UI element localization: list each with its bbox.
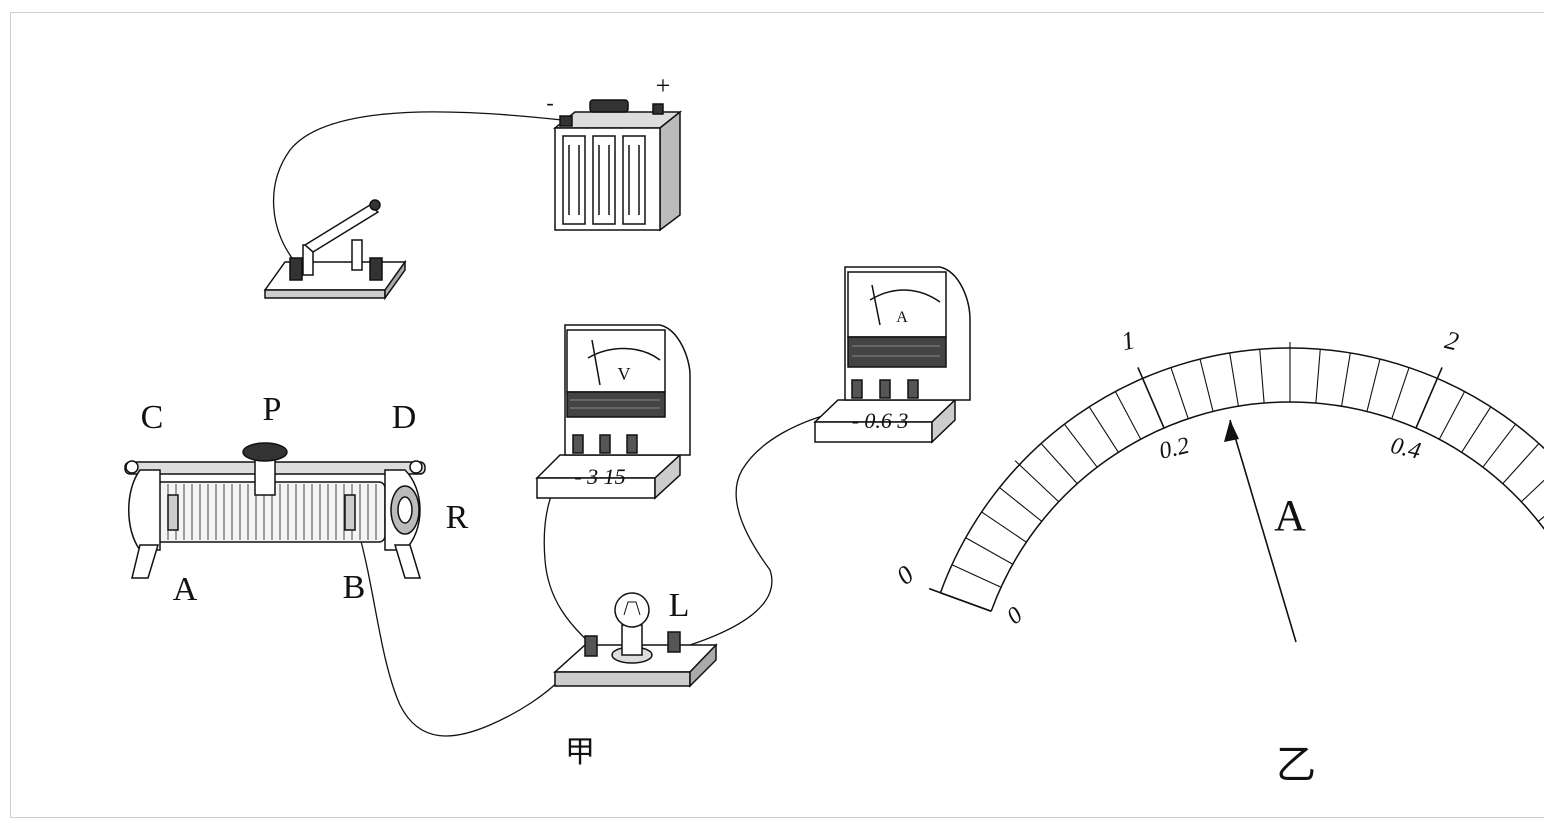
rheostat-label-d: D bbox=[392, 399, 417, 436]
dial-tick bbox=[1315, 349, 1321, 404]
dial-needle-head bbox=[1224, 420, 1239, 442]
dial-tick bbox=[1259, 349, 1265, 404]
battery-negative-label: - bbox=[546, 90, 553, 115]
dial-tick bbox=[1199, 358, 1214, 412]
dial-outer-scale-label: 1 bbox=[1119, 325, 1138, 356]
dial-tick bbox=[928, 587, 992, 612]
voltmeter-terminal-labels: - 3 15 bbox=[574, 464, 625, 489]
dial-tick bbox=[1520, 479, 1544, 503]
dial-outer-scale-label: 0 bbox=[891, 560, 919, 591]
dial-tick bbox=[1040, 443, 1078, 485]
voltmeter-face-label: V bbox=[618, 364, 631, 384]
dial-unit-label: A bbox=[1274, 491, 1306, 540]
bulb-base[interactable] bbox=[553, 592, 718, 688]
dial-inner-arc bbox=[990, 401, 1544, 612]
dial-inner-scale-label: 0 bbox=[1002, 602, 1028, 630]
rheostat-label-a: A bbox=[173, 571, 198, 608]
ammeter-face-label: A bbox=[896, 309, 908, 326]
dial-tick bbox=[1438, 391, 1466, 440]
rheostat[interactable] bbox=[124, 442, 426, 579]
rheostat-label-p: P bbox=[263, 391, 282, 428]
dial-tick bbox=[1482, 423, 1517, 468]
rheostat-label-c: C bbox=[141, 399, 164, 436]
dial-tick bbox=[965, 537, 1014, 565]
dial-tick bbox=[1391, 367, 1410, 419]
dial-tick bbox=[951, 564, 1002, 588]
battery-positive-label: + bbox=[656, 71, 671, 100]
dial-inner-scale-label: 0.2 bbox=[1157, 433, 1192, 465]
wire-rheostat-bulb bbox=[357, 529, 563, 737]
dial-tick bbox=[1502, 443, 1540, 485]
voltmeter[interactable] bbox=[535, 324, 691, 500]
dial-needle bbox=[1229, 419, 1297, 643]
figure-label-right: 乙 bbox=[1276, 742, 1316, 788]
dial-outer-arc bbox=[939, 347, 1544, 594]
dial-tick bbox=[1114, 391, 1142, 440]
rheostat-labels: C P D A B R bbox=[141, 391, 469, 608]
dial-tick bbox=[1415, 367, 1443, 429]
ammeter-terminal-labels: - 0.6 3 bbox=[852, 408, 909, 433]
dial-inner-scale-label: 0.4 bbox=[1388, 433, 1423, 465]
dial-tick bbox=[999, 487, 1043, 522]
battery: - + bbox=[546, 71, 683, 232]
dial-tick bbox=[1229, 352, 1239, 407]
dial-tick bbox=[981, 511, 1027, 543]
ammeter[interactable] bbox=[813, 266, 971, 444]
dial-tick bbox=[1063, 423, 1098, 468]
dial-tick bbox=[1341, 352, 1351, 407]
dial-tick bbox=[1366, 358, 1381, 412]
wire-ammeter-bulb bbox=[689, 409, 846, 646]
wire-battery-switch bbox=[273, 111, 563, 263]
knife-switch[interactable] bbox=[263, 199, 407, 301]
rheostat-label-b: B bbox=[343, 569, 366, 606]
dial-outer-scale-label: 2 bbox=[1442, 325, 1461, 356]
dial-tick bbox=[1170, 367, 1189, 419]
rheostat-label-r: R bbox=[446, 499, 469, 536]
bulb-label: L bbox=[669, 587, 690, 624]
dial-tick bbox=[1537, 516, 1544, 522]
dial-tick bbox=[1014, 460, 1060, 503]
dial-tick bbox=[1137, 367, 1165, 429]
dial-tick bbox=[1461, 406, 1492, 453]
ammeter-dial: 012300.20.40.6A bbox=[891, 325, 1544, 643]
figure-label-left: 甲 bbox=[565, 735, 595, 770]
dial-tick bbox=[1088, 406, 1119, 453]
